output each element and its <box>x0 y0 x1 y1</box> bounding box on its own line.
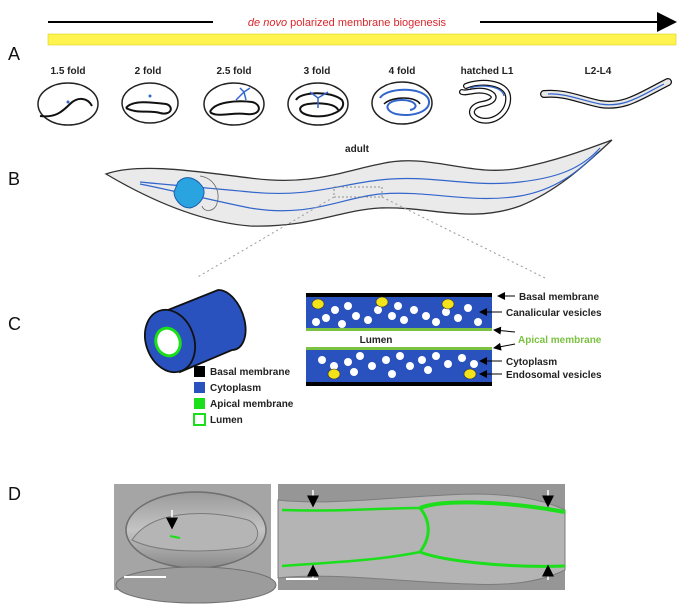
embryo-3-fold <box>287 82 349 126</box>
vesicle-yellow <box>375 296 389 308</box>
vesicle-white <box>442 308 450 316</box>
stage-label: 4 fold <box>389 66 416 77</box>
canal-cross-section: Lumen <box>306 293 492 386</box>
stage-label: 2 fold <box>135 66 162 77</box>
vesicle-white <box>331 306 339 314</box>
embryo-1-5-fold <box>37 82 99 126</box>
legend-swatch-cytoplasm <box>194 382 205 393</box>
biogenesis-caption: de novo polarized membrane biogenesis <box>248 17 447 29</box>
vesicle-white <box>344 302 352 310</box>
legend-label: Apical membrane <box>210 399 294 410</box>
vesicle-white <box>422 312 430 320</box>
vesicle-white <box>322 314 330 322</box>
callout-label: Basal membrane <box>519 292 599 303</box>
vesicle-white <box>394 302 402 310</box>
vesicle-white <box>330 362 338 370</box>
callout-label: Endosomal vesicles <box>506 370 602 381</box>
vesicle-white <box>474 318 482 326</box>
vesicle-white <box>388 370 396 378</box>
vesicle-white <box>344 358 352 366</box>
micrograph-larva <box>277 484 566 590</box>
vesicle-white <box>418 356 426 364</box>
vesicle-white <box>368 362 376 370</box>
vesicle-white <box>318 356 326 364</box>
vesicle-white <box>432 318 440 326</box>
vesicle-white <box>400 316 408 324</box>
callout-label-apical: Apical membrane <box>518 335 602 346</box>
vesicles <box>311 296 482 380</box>
vesicle-yellow <box>311 298 325 310</box>
embryo-4-fold <box>371 81 433 125</box>
l2-l4-worm <box>540 78 672 109</box>
stage-label: 1.5 fold <box>50 66 85 77</box>
vesicle-white <box>388 312 396 320</box>
vesicle-white <box>352 312 360 320</box>
vesicle-yellow <box>441 298 455 310</box>
vesicle-white <box>350 368 358 376</box>
legend-label: Cytoplasm <box>210 383 261 394</box>
biogenesis-bar <box>47 33 677 46</box>
adult-label: adult <box>345 144 370 155</box>
hatched-l1-worm <box>459 79 512 124</box>
callout-label: Canalicular vesicles <box>506 308 602 319</box>
vesicle-white <box>424 366 432 374</box>
callout-arrow <box>493 326 516 335</box>
panel-label-c: C <box>8 314 21 334</box>
legend-swatch-apical <box>194 398 205 409</box>
vesicle-white <box>356 352 364 360</box>
canal-cylinder <box>144 289 247 374</box>
vesicle-white <box>406 362 414 370</box>
legend-label: Basal membrane <box>210 367 290 378</box>
micrograph-embryo <box>114 484 277 604</box>
caption-rest: polarized membrane biogenesis <box>287 17 446 29</box>
vesicle-white <box>382 356 390 364</box>
lumen-label: Lumen <box>360 335 393 346</box>
embryo-2-fold <box>121 82 179 124</box>
vesicle-white <box>374 306 382 314</box>
vesicle-white <box>410 306 418 314</box>
callout-label: Cytoplasm <box>506 357 557 368</box>
vesicle-white <box>396 352 404 360</box>
vesicle-white <box>464 304 472 312</box>
panel-label-b: B <box>8 169 20 189</box>
stage-label: L2-L4 <box>585 66 612 77</box>
vesicle-yellow <box>463 368 477 380</box>
vesicle-white <box>458 354 466 362</box>
legend-label: Lumen <box>210 415 243 426</box>
zoom-guide-left <box>195 196 335 279</box>
adult-worm <box>104 139 613 227</box>
vesicle-white <box>364 316 372 324</box>
stage-label: hatched L1 <box>461 66 514 77</box>
legend: Basal membrane Cytoplasm Apical membrane… <box>193 366 294 426</box>
zoom-guide-right <box>381 196 546 279</box>
legend-swatch-basal <box>194 366 205 377</box>
caption-italic: de novo <box>248 17 287 29</box>
vesicle-white <box>312 318 320 326</box>
vesicle-yellow <box>327 368 341 380</box>
stage-label: 2.5 fold <box>216 66 251 77</box>
panel-label-a: A <box>8 44 20 64</box>
stage-label: 3 fold <box>304 66 331 77</box>
embryo-2-5-fold <box>203 82 265 126</box>
vesicle-white <box>432 352 440 360</box>
legend-swatch-lumen <box>193 413 206 426</box>
vesicle-white <box>444 360 452 368</box>
vesicle-white <box>338 320 346 328</box>
vesicle-white <box>454 314 462 322</box>
callout-arrow <box>493 342 516 351</box>
panel-label-d: D <box>8 484 21 504</box>
vesicle-white <box>470 360 478 368</box>
